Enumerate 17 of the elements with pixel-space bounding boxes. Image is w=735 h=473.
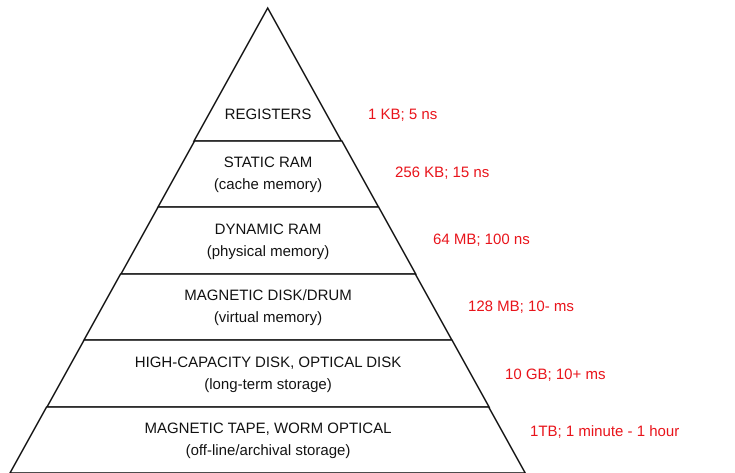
tier-title: DYNAMIC RAM <box>214 220 322 240</box>
capacity-speed-note: 1 KB; 5 ns <box>368 106 438 123</box>
tier-subtitle: (cache memory) <box>214 175 322 195</box>
tier-subtitle: (long-term storage) <box>204 374 332 394</box>
capacity-speed-note: 64 MB; 100 ns <box>432 231 530 248</box>
tier-subtitle: (off-line/archival storage) <box>186 441 350 461</box>
tier-title: MAGNETIC DISK/DRUM <box>184 286 352 306</box>
tier-title: REGISTERS <box>224 105 312 125</box>
capacity-speed-note: 10 GB; 10+ ms <box>504 366 606 383</box>
tier-subtitle: (virtual memory) <box>214 308 322 328</box>
tier-title: HIGH-CAPACITY DISK, OPTICAL DISK <box>134 352 402 372</box>
capacity-speed-note: 256 KB; 15 ns <box>394 164 490 181</box>
capacity-speed-note: 128 MB; 10- ms <box>468 298 574 315</box>
tier-title: MAGNETIC TAPE, WORM OPTICAL <box>144 419 392 439</box>
capacity-speed-note: 1TB; 1 minute - 1 hour <box>530 423 680 440</box>
tier-title: STATIC RAM <box>224 153 312 173</box>
tier-subtitle: (physical memory) <box>206 242 330 262</box>
